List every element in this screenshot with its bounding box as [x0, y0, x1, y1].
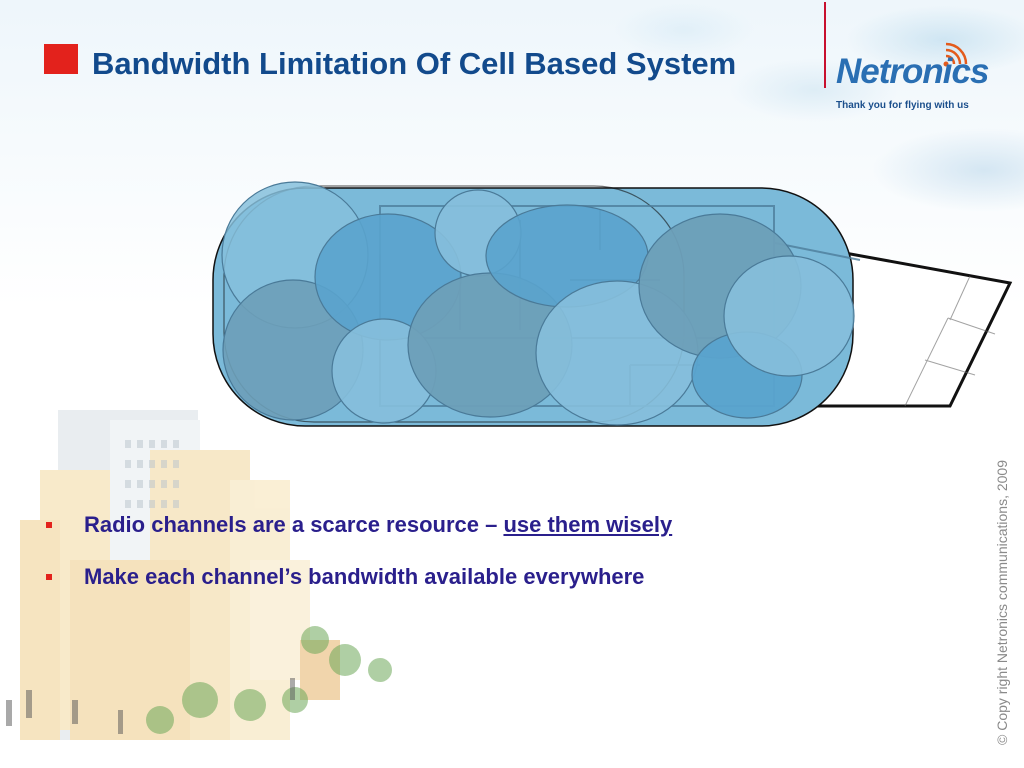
bullet-item: Radio channels are a scarce resource – u… [46, 508, 672, 560]
bullet-marker [46, 522, 52, 528]
bullet-text: Make each channel’s bandwidth available … [84, 564, 645, 589]
bullet-list: Radio channels are a scarce resource – u… [46, 508, 672, 612]
signal-waves-icon [943, 42, 968, 67]
bullet-text: Radio channels are a scarce resource – [84, 512, 504, 537]
bullet-marker [46, 574, 52, 580]
title-bullet-square [44, 44, 78, 74]
radio-cell [723, 255, 855, 377]
page-title: Bandwidth Limitation Of Cell Based Syste… [92, 46, 737, 81]
radio-cells [221, 181, 855, 426]
use-them-wisely-link[interactable]: use them wisely [503, 512, 673, 537]
copyright-notice: © Copy right Netronics communications, 2… [994, 460, 1010, 745]
company-logo: Netronics Thank you for flying with us [836, 42, 989, 122]
building-room-lines [904, 275, 996, 407]
logo-divider [824, 2, 826, 88]
bullet-item: Make each channel’s bandwidth available … [46, 560, 672, 612]
logo-brand-name: Netronics [836, 52, 989, 91]
logo-tagline: Thank you for flying with us [836, 100, 969, 111]
